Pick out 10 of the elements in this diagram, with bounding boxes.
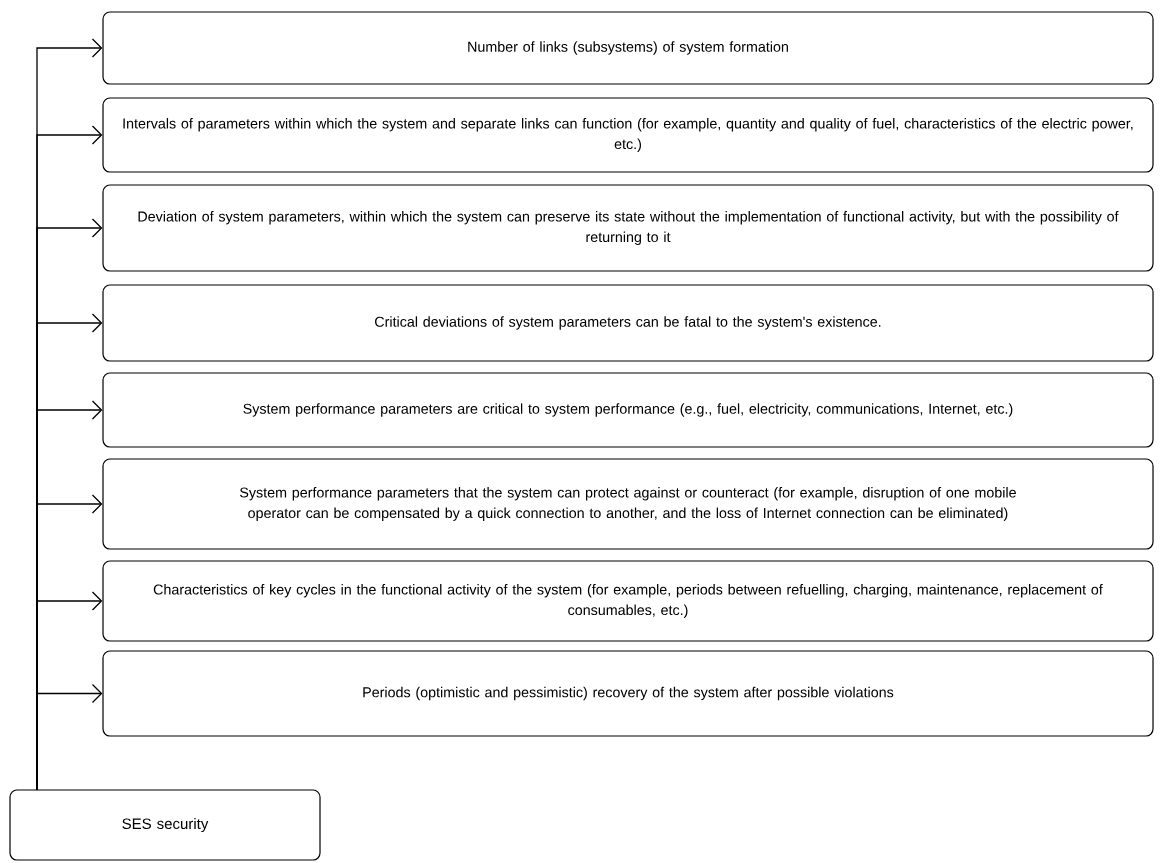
category-box: System performance parameters that the system can protect against or counteract (for example, disruption of one mobile operator can be compensated by a quick connection to another, and the loss of Internet connection can be eliminated) xyxy=(102,458,1154,550)
category-box: Deviation of system parameters, within which the system can preserve its state without the implementation of functional activity, but with the possibility of returning to it xyxy=(102,184,1154,272)
category-box: Critical deviations of system parameters can be fatal to the system's existence. xyxy=(102,284,1154,362)
category-box: Number of links (subsystems) of system formation xyxy=(102,11,1154,85)
arrow xyxy=(36,683,103,791)
root-box: SES security xyxy=(9,789,321,861)
category-box: Characteristics of key cycles in the functional activity of the system (for example, periods between refuelling, charging, maintenance, replacement of consumables, etc.) xyxy=(102,560,1154,642)
category-box: System performance parameters are critical to system performance (e.g., fuel, electricity, communications, Internet, etc.) xyxy=(102,372,1154,448)
category-box: Intervals of parameters within which the system and separate links can function (for example, quantity and quality of fuel, characteristics of the electric power, etc.) xyxy=(102,97,1154,173)
category-box: Periods (optimistic and pessimistic) recovery of the system after possible violations xyxy=(102,650,1154,737)
